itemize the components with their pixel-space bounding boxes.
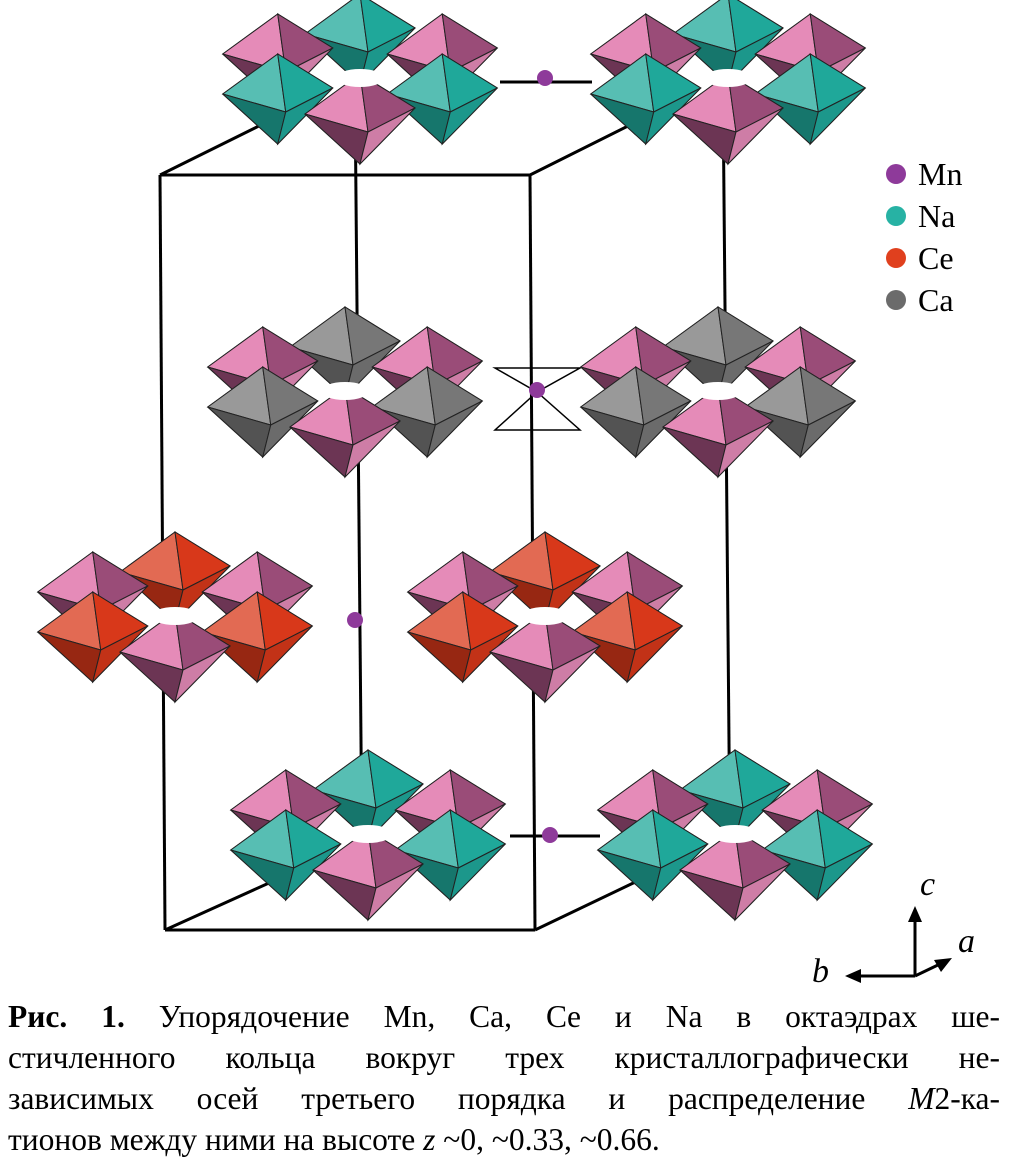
octahedron xyxy=(488,611,602,704)
octahedral-rings xyxy=(36,0,874,922)
octahedron xyxy=(754,53,867,146)
octahedron xyxy=(229,809,342,902)
mn-atom xyxy=(529,382,545,398)
octahedral-ring-ca xyxy=(206,306,484,479)
legend-item-ce: Ce xyxy=(886,240,954,276)
axis-label-a: a xyxy=(958,923,975,960)
octahedron xyxy=(386,53,499,146)
octahedron xyxy=(678,829,792,922)
octahedron xyxy=(311,829,425,922)
unit-cell-lines xyxy=(158,80,732,932)
octahedron xyxy=(406,591,519,684)
legend-swatch xyxy=(886,248,906,268)
octahedron xyxy=(118,611,232,704)
octahedron xyxy=(303,73,417,166)
caption-line-3: зависимых осей третьего порядка и распре… xyxy=(8,1081,1000,1116)
legend-label: Mn xyxy=(918,156,962,192)
octahedron xyxy=(288,386,402,479)
legend-item-mn: Mn xyxy=(886,156,962,192)
octahedron xyxy=(661,386,775,479)
octahedral-ring-na xyxy=(221,0,499,166)
octahedral-ring-na xyxy=(589,0,867,166)
legend-swatch xyxy=(886,290,906,310)
legend-label: Na xyxy=(918,198,955,234)
octahedron xyxy=(371,366,484,459)
octahedron xyxy=(311,749,425,842)
legend-label: Ce xyxy=(918,240,954,276)
caption-label: Рис. 1. xyxy=(8,999,125,1034)
mn-atom xyxy=(542,827,558,843)
octahedron xyxy=(303,0,417,86)
octahedron xyxy=(394,809,507,902)
octahedron xyxy=(761,809,874,902)
mn-atom xyxy=(537,70,553,86)
octahedron xyxy=(201,591,314,684)
caption-line-1: Рис. 1. Упорядочение Mn, Ca, Ce и Na в о… xyxy=(8,999,1001,1034)
octahedral-ring-na xyxy=(229,749,507,922)
octahedron xyxy=(579,366,692,459)
octahedron xyxy=(596,809,709,902)
caption-line-4: тионов между ними на высоте z ~0, ~0.33,… xyxy=(8,1122,660,1157)
axis-indicator xyxy=(845,906,952,983)
octahedron xyxy=(221,53,334,146)
octahedral-ring-ca xyxy=(579,306,857,479)
legend-swatch xyxy=(886,206,906,226)
figure-caption: Рис. 1. Упорядочение Mn, Ca, Ce и Na в о… xyxy=(8,996,1000,1160)
axis-label-c: c xyxy=(920,866,935,903)
octahedron xyxy=(671,73,785,166)
caption-line-2: стичленного кольца вокруг трех кристалло… xyxy=(8,1040,1000,1075)
legend-label: Ca xyxy=(918,282,954,318)
legend-swatch xyxy=(886,164,906,184)
legend-item-na: Na xyxy=(886,198,955,234)
octahedron xyxy=(589,53,702,146)
octahedral-ring-na xyxy=(596,749,874,922)
octahedron xyxy=(206,366,319,459)
mn-atoms xyxy=(347,70,558,843)
mn-atom xyxy=(347,612,363,628)
octahedral-ring-ce xyxy=(36,531,314,704)
octahedron xyxy=(36,591,149,684)
legend-item-ca: Ca xyxy=(886,282,954,318)
octahedron xyxy=(118,531,232,624)
octahedral-ring-ce xyxy=(406,531,684,704)
axis-label-b: b xyxy=(812,953,829,990)
